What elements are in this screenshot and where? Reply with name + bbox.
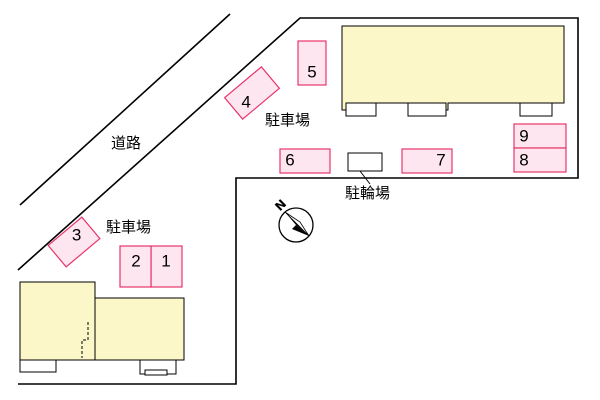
parking-space-8: 8 [513, 147, 567, 173]
road-edge-line [19, 13, 231, 206]
bicycle-parking-leader [359, 170, 371, 185]
parking-space-7-label: 7 [436, 150, 445, 169]
bicycle-parking-box [347, 152, 383, 172]
parking-space-6: 6 [279, 148, 331, 174]
parking-space-8-label: 8 [519, 150, 528, 169]
parking-space-1: 1 [150, 245, 183, 288]
building-neighbor [19, 281, 185, 376]
parking-space-1-label: 1 [161, 251, 170, 270]
parking-space-2: 2 [119, 245, 152, 288]
parking-label-south: 駐車場 [106, 218, 151, 236]
road-label: 道路 [111, 134, 141, 152]
bicycle-parking-label: 駐輪場 [345, 184, 390, 202]
parking-space-4-label: 4 [241, 93, 250, 112]
parking-space-3-label: 3 [72, 225, 81, 244]
parking-space-7: 7 [401, 148, 453, 174]
parking-space-5: 5 [297, 40, 327, 86]
parking-space-6-label: 6 [285, 150, 294, 169]
parking-space-3: 3 [47, 216, 101, 268]
parking-space-9: 9 [513, 123, 567, 149]
parking-space-5-label: 5 [307, 62, 316, 81]
parking-space-4: 4 [223, 66, 281, 120]
building-main [341, 25, 565, 117]
parking-space-2-label: 2 [131, 251, 140, 270]
parking-label-north: 駐車場 [265, 111, 310, 129]
parking-space-9-label: 9 [519, 126, 528, 145]
north-arrow-icon: N [272, 197, 314, 243]
site-boundary [17, 17, 579, 385]
